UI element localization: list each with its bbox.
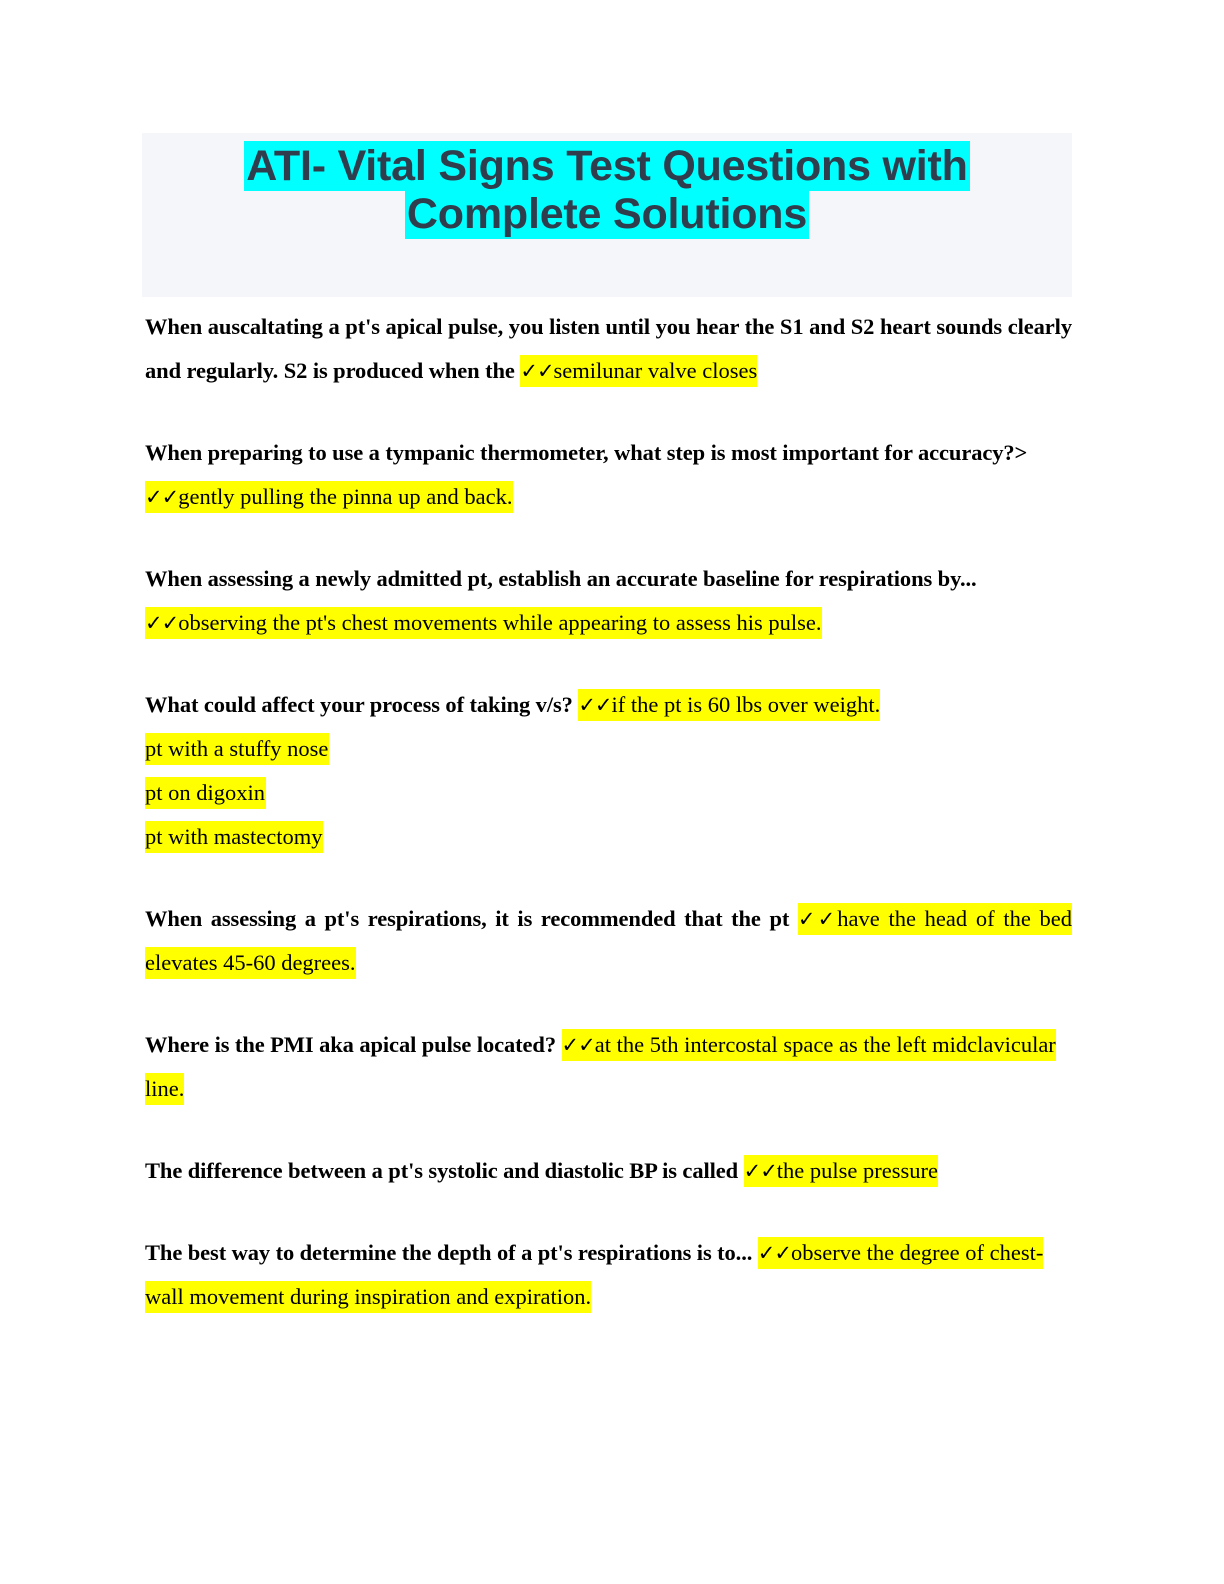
question-text: The difference between a pt's systolic a… <box>145 1158 744 1183</box>
answer-label: observing the pt's chest movements while… <box>178 610 822 635</box>
qa-line: What could affect your process of taking… <box>145 683 1072 727</box>
answer-label: observe the degree of chest-wall movemen… <box>145 1240 1044 1309</box>
qa-block: When assessing a pt's respirations, it i… <box>145 897 1073 985</box>
title-text-line-1: ATI- Vital Signs Test Questions with <box>244 141 970 191</box>
list-item: pt with mastectomy <box>145 815 1072 859</box>
double-check-icon: ✓✓ <box>743 1159 778 1183</box>
qa-line: When auscaltating a pt's apical pulse, y… <box>145 305 1072 393</box>
question-text: Where is the PMI aka apical pulse locate… <box>145 1032 562 1057</box>
double-check-icon: ✓✓ <box>757 1241 792 1265</box>
double-check-icon: ✓✓ <box>145 485 179 509</box>
answer-text: ✓✓observing the pt's chest movements whi… <box>145 607 822 639</box>
document-body: When auscaltating a pt's apical pulse, y… <box>145 305 1072 1357</box>
list-item-label: pt on digoxin <box>145 777 267 809</box>
qa-block: When auscaltating a pt's apical pulse, y… <box>145 305 1072 393</box>
list-item-label: pt with mastectomy <box>145 821 324 853</box>
qa-block: What could affect your process of taking… <box>145 683 1072 859</box>
title-line-2: Complete Solutions <box>142 189 1072 240</box>
question-text: The best way to determine the depth of a… <box>145 1240 758 1265</box>
question-text: When assessing a pt's respirations, it i… <box>145 906 798 931</box>
qa-line: Where is the PMI aka apical pulse locate… <box>145 1023 1072 1111</box>
answer-text: ✓✓the pulse pressure <box>743 1155 938 1187</box>
double-check-icon: ✓✓ <box>520 359 554 383</box>
answer-text: ✓✓if the pt is 60 lbs over weight. <box>578 689 881 721</box>
qa-block: When preparing to use a tympanic thermom… <box>145 431 1072 519</box>
qa-block: The difference between a pt's systolic a… <box>145 1149 1072 1193</box>
answer-text: ✓✓gently pulling the pinna up and back. <box>145 481 513 513</box>
list-item: pt on digoxin <box>145 771 1072 815</box>
qa-block: The best way to determine the depth of a… <box>145 1231 1072 1319</box>
answer-text: ✓✓semilunar valve closes <box>520 355 758 387</box>
qa-line: The best way to determine the depth of a… <box>145 1231 1072 1319</box>
qa-block: Where is the PMI aka apical pulse locate… <box>145 1023 1072 1111</box>
question-text: When assessing a newly admitted pt, esta… <box>145 566 977 591</box>
qa-line: When assessing a pt's respirations, it i… <box>145 897 1073 985</box>
answer-label: if the pt is 60 lbs over weight. <box>611 692 881 717</box>
qa-answer-line: ✓✓gently pulling the pinna up and back. <box>145 475 1072 519</box>
qa-line: The difference between a pt's systolic a… <box>145 1149 1072 1193</box>
question-text: When auscaltating a pt's apical pulse, y… <box>145 314 1072 383</box>
double-check-icon: ✓✓ <box>145 611 179 635</box>
answer-label: at the 5th intercostal space as the left… <box>145 1032 1056 1101</box>
list-item: pt with a stuffy nose <box>145 727 1072 771</box>
answer-label: have the head of the bed elevates 45-60 … <box>145 906 1073 975</box>
document-title-banner: ATI- Vital Signs Test Questions with Com… <box>142 133 1072 297</box>
question-text: What could affect your process of taking… <box>145 692 579 717</box>
double-check-icon: ✓✓ <box>797 907 838 931</box>
answer-label: the pulse pressure <box>776 1158 938 1183</box>
qa-block: When assessing a newly admitted pt, esta… <box>145 557 1072 645</box>
question-text: When preparing to use a tympanic thermom… <box>145 440 1028 465</box>
qa-line: When assessing a newly admitted pt, esta… <box>145 557 1072 601</box>
double-check-icon: ✓✓ <box>561 1033 596 1057</box>
title-line-1: ATI- Vital Signs Test Questions with <box>142 141 1072 191</box>
title-text-line-2: Complete Solutions <box>404 189 810 240</box>
list-item-label: pt with a stuffy nose <box>145 733 330 765</box>
qa-line: When preparing to use a tympanic thermom… <box>145 431 1072 475</box>
answer-label: gently pulling the pinna up and back. <box>178 484 513 509</box>
double-check-icon: ✓✓ <box>578 693 612 717</box>
answer-label: semilunar valve closes <box>553 358 758 383</box>
qa-answer-line: ✓✓observing the pt's chest movements whi… <box>145 601 1072 645</box>
